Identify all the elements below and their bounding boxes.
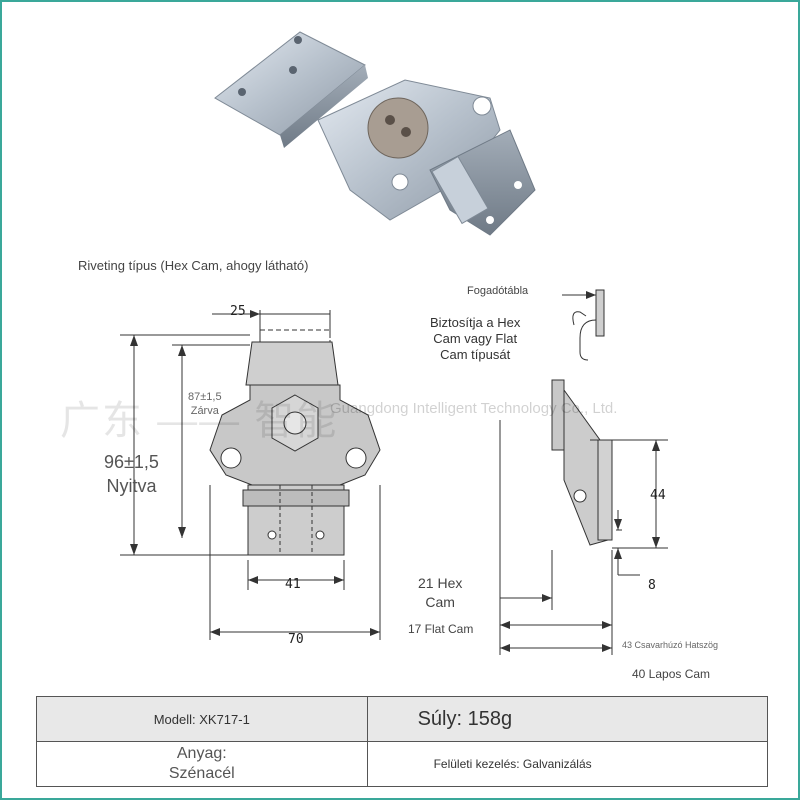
dim-height-44: 44 [650,488,666,503]
cam-note-line3: Cam típusát [440,347,511,362]
surface-cell: Felületi kezelés: Galvanizálás [366,741,769,787]
hex-cam-line2: Cam [425,594,455,610]
dim-inner-width: 41 [285,577,301,592]
dim-open: 96±1,5 Nyitva [104,450,159,498]
hex-screwdriver-label: 43 Csavarhúzó Hatszög [622,640,719,650]
cam-note-line2: Cam vagy Flat [433,331,518,346]
spec-row: Modell: XK717-1 Súly: 158g [36,696,769,742]
dim-closed: 87±1,5 Zárva [188,390,222,418]
material-label: Anyag: [176,745,227,762]
dim-top-25: 25 [230,304,246,319]
dim-closed-value: 87±1,5 [188,391,222,403]
model-cell: Modell: XK717-1 [36,696,368,742]
spec-row: Anyag: Szénacél Felületi kezelés: Galvan… [36,741,769,787]
flat-cam-label: 17 Flat Cam [408,622,474,636]
material-cell: Anyag: Szénacél [36,741,368,787]
weight-cell: Súly: 158g [366,696,769,742]
hex-cam-line1: 21 Hex [418,575,463,591]
dim-closed-label: Zárva [190,405,219,417]
spec-table: Modell: XK717-1 Súly: 158g Anyag: Szénac… [36,696,769,787]
front-view-drawing [120,310,381,640]
photo-caption: Riveting típus (Hex Cam, ahogy látható) [78,258,309,273]
dim-open-value: 96±1,5 [104,452,159,472]
cam-note-line1: Biztosítja a Hex [430,315,521,330]
hex-cam-label: 21 Hex Cam [418,574,462,612]
dim-small-8: 8 [648,578,656,593]
receiver-label: Fogadótábla [467,285,529,297]
side-view-drawing [499,289,668,655]
dim-overall-width: 70 [288,632,304,647]
dim-open-label: Nyitva [106,476,157,496]
cam-note: Biztosítja a Hex Cam vagy Flat Cam típus… [430,315,520,363]
material-value: Szénacél [168,765,235,782]
product-photo [214,31,536,236]
flat-cam-40-label: 40 Lapos Cam [632,667,711,681]
